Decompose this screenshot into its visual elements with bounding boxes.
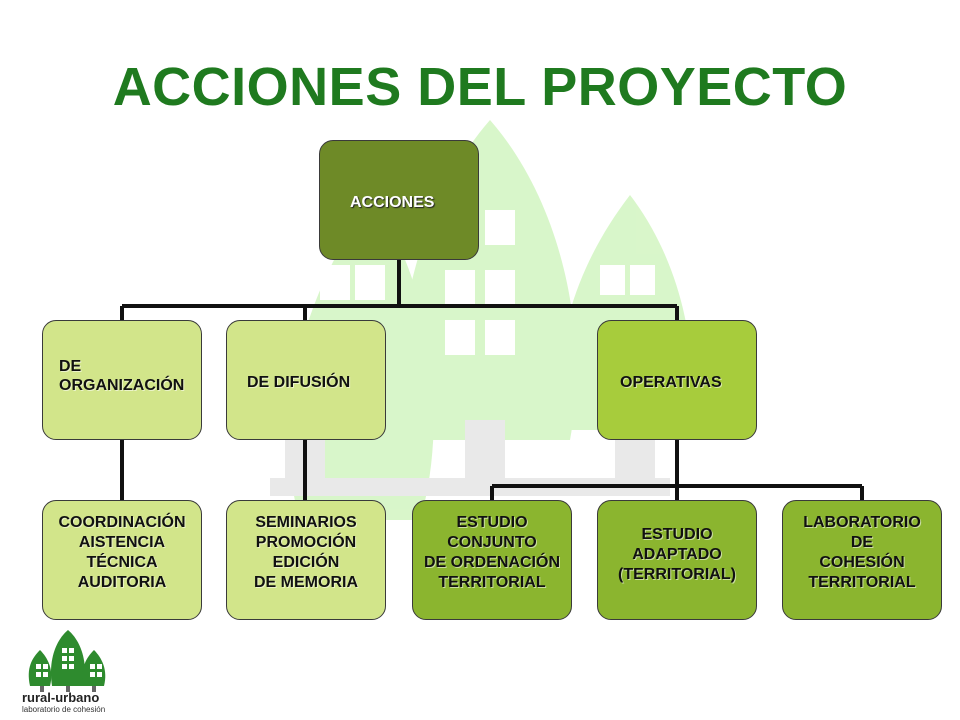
node-de-difusion: DE DIFUSIÓN [226, 320, 386, 440]
node-seminarios: SEMINARIOS PROMOCIÓN EDICIÓN DE MEMORIA [226, 500, 386, 620]
node-laboratorio: LABORATORIO DE COHESIÓN TERRITORIAL [782, 500, 942, 620]
logo-subtitle: laboratorio de cohesión [22, 705, 106, 714]
rural-urbano-logo [28, 630, 106, 692]
node-de-organizacion: DE ORGANIZACIÓN [42, 320, 202, 440]
node-label: ESTUDIO ADAPTADO (TERRITORIAL) [618, 526, 736, 583]
node-operativas: OPERATIVAS [597, 320, 757, 440]
node-label: ACCIONES [350, 194, 435, 211]
node-label: DE ORGANIZACIÓN [59, 358, 185, 394]
page-title: ACCIONES DEL PROYECTO [112, 57, 848, 117]
node-label: COORDINACIÓN AISTENCIA TÉCNICA AUDITORIA [58, 514, 186, 591]
node-estudio-conjunto: ESTUDIO CONJUNTO DE ORDENACIÓN TERRITORI… [412, 500, 572, 620]
node-acciones: ACCIONES [319, 140, 479, 260]
logo-name: rural-urbano [22, 690, 100, 705]
node-estudio-adaptado: ESTUDIO ADAPTADO (TERRITORIAL) [597, 500, 757, 620]
node-label: SEMINARIOS PROMOCIÓN EDICIÓN DE MEMORIA [254, 514, 358, 591]
node-label: OPERATIVAS [620, 374, 722, 391]
node-label: ESTUDIO CONJUNTO DE ORDENACIÓN TERRITORI… [423, 514, 560, 591]
node-coordinacion: COORDINACIÓN AISTENCIA TÉCNICA AUDITORIA [42, 500, 202, 620]
node-label: DE DIFUSIÓN [247, 374, 351, 391]
node-label: LABORATORIO DE COHESIÓN TERRITORIAL [803, 514, 921, 591]
